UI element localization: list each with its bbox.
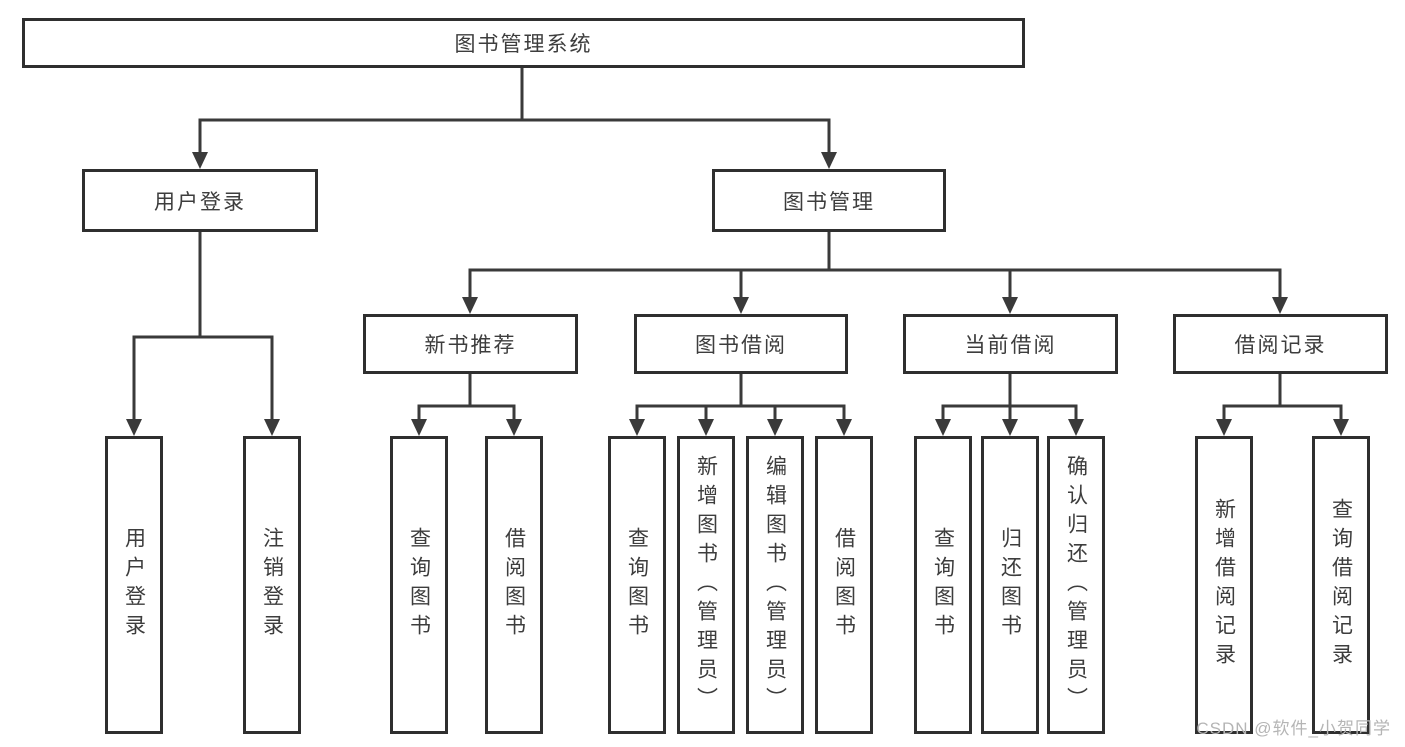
- connector-book-management-branch: [462, 230, 1288, 314]
- leaf-borrow-add-books-admin-label: 新增图书（管理员）: [694, 454, 718, 716]
- node-book-borrow-label: 图书借阅: [695, 334, 787, 357]
- leaf-logout: 注销登录: [243, 436, 301, 734]
- leaf-record-add-borrow-record: 新增借阅记录: [1195, 436, 1253, 734]
- leaf-newbook-query-books: 查询图书: [390, 436, 448, 734]
- node-book-management-label: 图书管理: [783, 190, 875, 214]
- leaf-newbook-query-books-label: 查询图书: [407, 527, 431, 643]
- node-user-login-label: 用户登录: [154, 190, 246, 214]
- leaf-borrow-add-books-admin: 新增图书（管理员）: [677, 436, 735, 734]
- connector-borrow-record-branch: [1216, 372, 1349, 436]
- leaf-record-add-borrow-record-label: 新增借阅记录: [1212, 498, 1236, 672]
- node-book-borrow: 图书借阅: [634, 314, 848, 374]
- leaf-record-query-borrow-record: 查询借阅记录: [1312, 436, 1370, 734]
- node-root: 图书管理系统: [22, 18, 1025, 68]
- node-borrow-record-label: 借阅记录: [1234, 334, 1327, 357]
- node-new-book-recommend-label: 新书推荐: [424, 334, 517, 357]
- connector-root-branch: [192, 66, 837, 169]
- leaf-borrow-query-books: 查询图书: [608, 436, 666, 734]
- leaf-newbook-borrow-books: 借阅图书: [485, 436, 543, 734]
- leaf-logout-label: 注销登录: [260, 527, 284, 643]
- connector-book-borrow-branch: [629, 372, 852, 436]
- leaf-borrow-query-books-label: 查询图书: [625, 527, 649, 643]
- leaf-user-login-label: 用户登录: [122, 527, 146, 643]
- leaf-current-confirm-return-admin: 确认归还（管理员）: [1047, 436, 1105, 734]
- leaf-current-confirm-return-admin-label: 确认归还（管理员）: [1064, 454, 1088, 716]
- leaf-borrow-edit-books-admin: 编辑图书（管理员）: [746, 436, 804, 734]
- leaf-current-query-books: 查询图书: [914, 436, 972, 734]
- node-new-book-recommend: 新书推荐: [363, 314, 578, 374]
- node-borrow-record: 借阅记录: [1173, 314, 1388, 374]
- leaf-current-query-books-label: 查询图书: [931, 527, 955, 643]
- node-book-management: 图书管理: [712, 169, 946, 232]
- leaf-newbook-borrow-books-label: 借阅图书: [502, 527, 526, 643]
- node-root-label: 图书管理系统: [454, 33, 593, 56]
- leaf-borrow-edit-books-admin-label: 编辑图书（管理员）: [763, 454, 787, 716]
- connector-user-login-branch: [126, 230, 280, 436]
- leaf-borrow-borrow-books-label: 借阅图书: [832, 527, 856, 643]
- connector-current-borrow-branch: [935, 372, 1084, 436]
- leaf-user-login: 用户登录: [105, 436, 163, 734]
- leaf-borrow-borrow-books: 借阅图书: [815, 436, 873, 734]
- node-user-login: 用户登录: [82, 169, 318, 232]
- watermark: CSDN @软件_小贺同学: [1196, 719, 1391, 738]
- node-current-borrow-label: 当前借阅: [964, 334, 1057, 357]
- leaf-record-query-borrow-record-label: 查询借阅记录: [1329, 498, 1353, 672]
- leaf-current-return-books-label: 归还图书: [998, 527, 1022, 643]
- node-current-borrow: 当前借阅: [903, 314, 1118, 374]
- connector-new-book-branch: [411, 372, 522, 436]
- leaf-current-return-books: 归还图书: [981, 436, 1039, 734]
